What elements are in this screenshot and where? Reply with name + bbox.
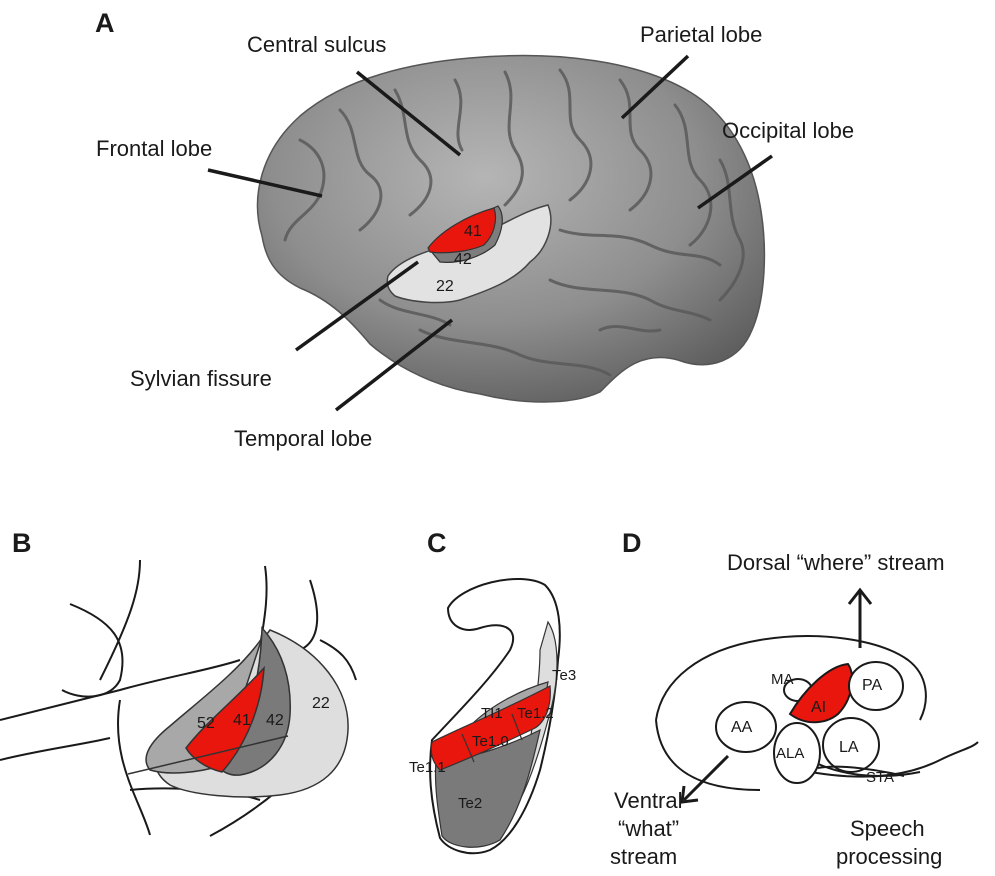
c-te3-label: Te3 [552, 667, 576, 684]
b-area-52-label: 52 [197, 715, 215, 732]
ventral-stream-label-line2: “what” [618, 816, 679, 841]
panel-a-letter: A [95, 8, 115, 38]
panel-c: C Te3 TI1 Te1.2 Te1.0 Te1.1 Te2 [409, 528, 576, 853]
region-ai-label: AI [811, 699, 826, 716]
region-pa-label: PA [862, 677, 882, 694]
ventral-stream-label-line1: Ventral [614, 788, 683, 813]
parietal-lobe-label: Parietal lobe [640, 22, 762, 47]
dorsal-stream-label: Dorsal “where” stream [727, 550, 945, 575]
speech-processing-label-line1: Speech [850, 816, 925, 841]
b-area-22-label: 22 [312, 695, 330, 712]
central-sulcus-label: Central sulcus [247, 32, 386, 57]
c-te12-label: Te1.2 [517, 705, 554, 722]
area-42-label: 42 [454, 251, 472, 268]
region-ala-label: ALA [776, 745, 804, 762]
panel-c-letter: C [427, 528, 447, 558]
b-area-42-label: 42 [266, 712, 284, 729]
panel-d-letter: D [622, 528, 642, 558]
c-te11-label: Te1.1 [409, 759, 446, 776]
occipital-lobe-label: Occipital lobe [722, 118, 854, 143]
temporal-lobe-label: Temporal lobe [234, 426, 372, 451]
c-ti1-label: TI1 [481, 705, 503, 722]
region-aa-label: AA [731, 719, 753, 736]
area-41-label: 41 [464, 223, 482, 240]
panel-b-letter: B [12, 528, 32, 558]
ventral-stream-label-line3: stream [610, 844, 677, 869]
region-sta-label: STA [866, 769, 894, 786]
region-la-label: LA [839, 739, 859, 756]
panel-b: B 52 41 42 22 [0, 528, 356, 836]
c-te10-label: Te1.0 [472, 733, 509, 750]
c-te2-label: Te2 [458, 795, 482, 812]
panel-d: D Dorsal “where” stream MA AI PA AA ALA … [610, 528, 978, 869]
sylvian-fissure-label: Sylvian fissure [130, 366, 272, 391]
speech-processing-label-line2: processing [836, 844, 942, 869]
b-area-41-label: 41 [233, 712, 251, 729]
ventral-arrow [682, 756, 728, 802]
frontal-lobe-label: Frontal lobe [96, 136, 212, 161]
panel-a: A 41 42 22 [95, 8, 854, 451]
region-ma-label: MA [771, 671, 794, 688]
area-22-label: 22 [436, 278, 454, 295]
